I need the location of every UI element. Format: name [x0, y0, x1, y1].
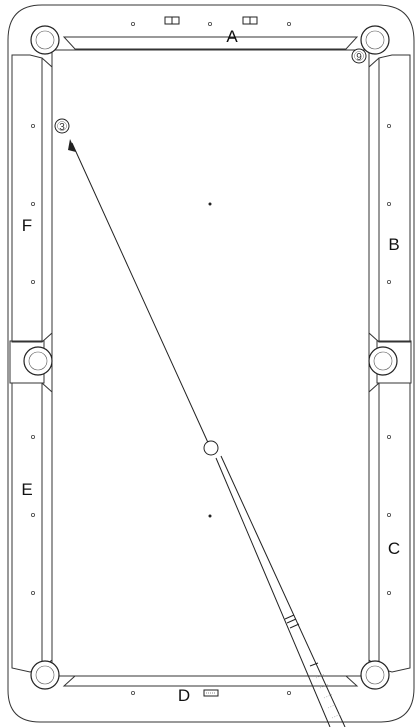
cue-stick-icon [215, 455, 346, 727]
rail-left-lower-inner [41, 382, 53, 669]
rail-right-upper-inner [368, 57, 380, 343]
rail-label-left-lower: E [21, 480, 32, 499]
cue-butt-texture [315, 673, 342, 719]
rail-right-lower-inner [368, 382, 380, 669]
pocket-icon [368, 346, 398, 376]
rail-right-lower [378, 382, 411, 673]
pocket-icon [360, 660, 390, 690]
rail-left-upper-inner [41, 57, 53, 343]
rail-marker-top-left [164, 16, 180, 25]
rail-bottom [62, 675, 359, 687]
cue-ball [203, 440, 219, 456]
diamond-sight-icon [30, 21, 391, 696]
rail-label-right-upper: B [388, 235, 399, 254]
rail-top [62, 36, 359, 50]
object-ball-3-stripe [57, 121, 67, 131]
rail-left-lower [11, 382, 43, 673]
rail-marker-bottom [203, 689, 219, 697]
rail-right-upper [378, 54, 411, 343]
object-ball-9 [351, 48, 367, 64]
pocket-icon [23, 346, 53, 376]
rail-label-left-upper: F [22, 216, 32, 235]
aim-arrow-icon [68, 139, 76, 152]
aim-line [71, 142, 211, 448]
playing-surface [51, 49, 370, 677]
rail-label-right-lower: C [388, 539, 400, 558]
object-ball-3 [54, 118, 70, 134]
pocket-icon [360, 25, 390, 55]
rail-marker-top-right [242, 16, 258, 25]
object-ball-9-stripe [354, 51, 364, 61]
object-ball-9-label: 9 [356, 52, 362, 63]
head-spot [208, 202, 212, 206]
rail-label-top: A [226, 27, 238, 46]
rail-label-bottom: D [178, 686, 190, 705]
object-ball-3-label: 3 [59, 122, 65, 133]
table-outer-frame [7, 4, 415, 723]
pocket-icon [30, 660, 60, 690]
pocket-icon [30, 25, 60, 55]
foot-spot [208, 514, 212, 518]
rail-left-upper [11, 54, 43, 343]
